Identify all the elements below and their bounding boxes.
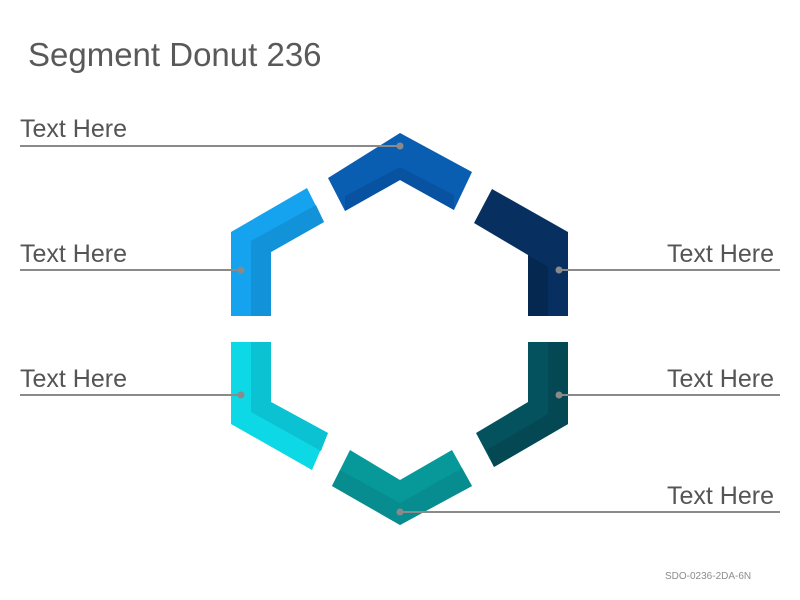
leader-lines bbox=[20, 145, 780, 513]
anchor-dot-top bbox=[396, 142, 404, 150]
segment-lower-right bbox=[476, 342, 568, 467]
label-top: Text Here bbox=[20, 115, 127, 143]
anchor-dot-lower-right bbox=[555, 391, 563, 399]
page-title: Segment Donut 236 bbox=[28, 36, 322, 73]
segment-upper-right bbox=[474, 189, 568, 316]
label-upper-right: Text Here bbox=[667, 240, 774, 268]
label-bottom: Text Here bbox=[667, 482, 774, 510]
label-lower-right: Text Here bbox=[667, 365, 774, 393]
product-code: SDO-0236-2DA-6N bbox=[665, 571, 752, 582]
anchor-dot-bottom bbox=[396, 508, 404, 516]
segment-top bbox=[328, 133, 472, 211]
segment-upper-left bbox=[231, 188, 324, 316]
segment-bottom bbox=[332, 450, 472, 525]
anchor-dot-lower-left bbox=[237, 391, 245, 399]
anchor-dots bbox=[237, 142, 563, 516]
segment-lower-left bbox=[231, 342, 328, 470]
label-upper-left: Text Here bbox=[20, 240, 127, 268]
anchor-dot-upper-left bbox=[237, 266, 245, 274]
label-lower-left: Text Here bbox=[20, 365, 127, 393]
anchor-dot-upper-right bbox=[555, 266, 563, 274]
